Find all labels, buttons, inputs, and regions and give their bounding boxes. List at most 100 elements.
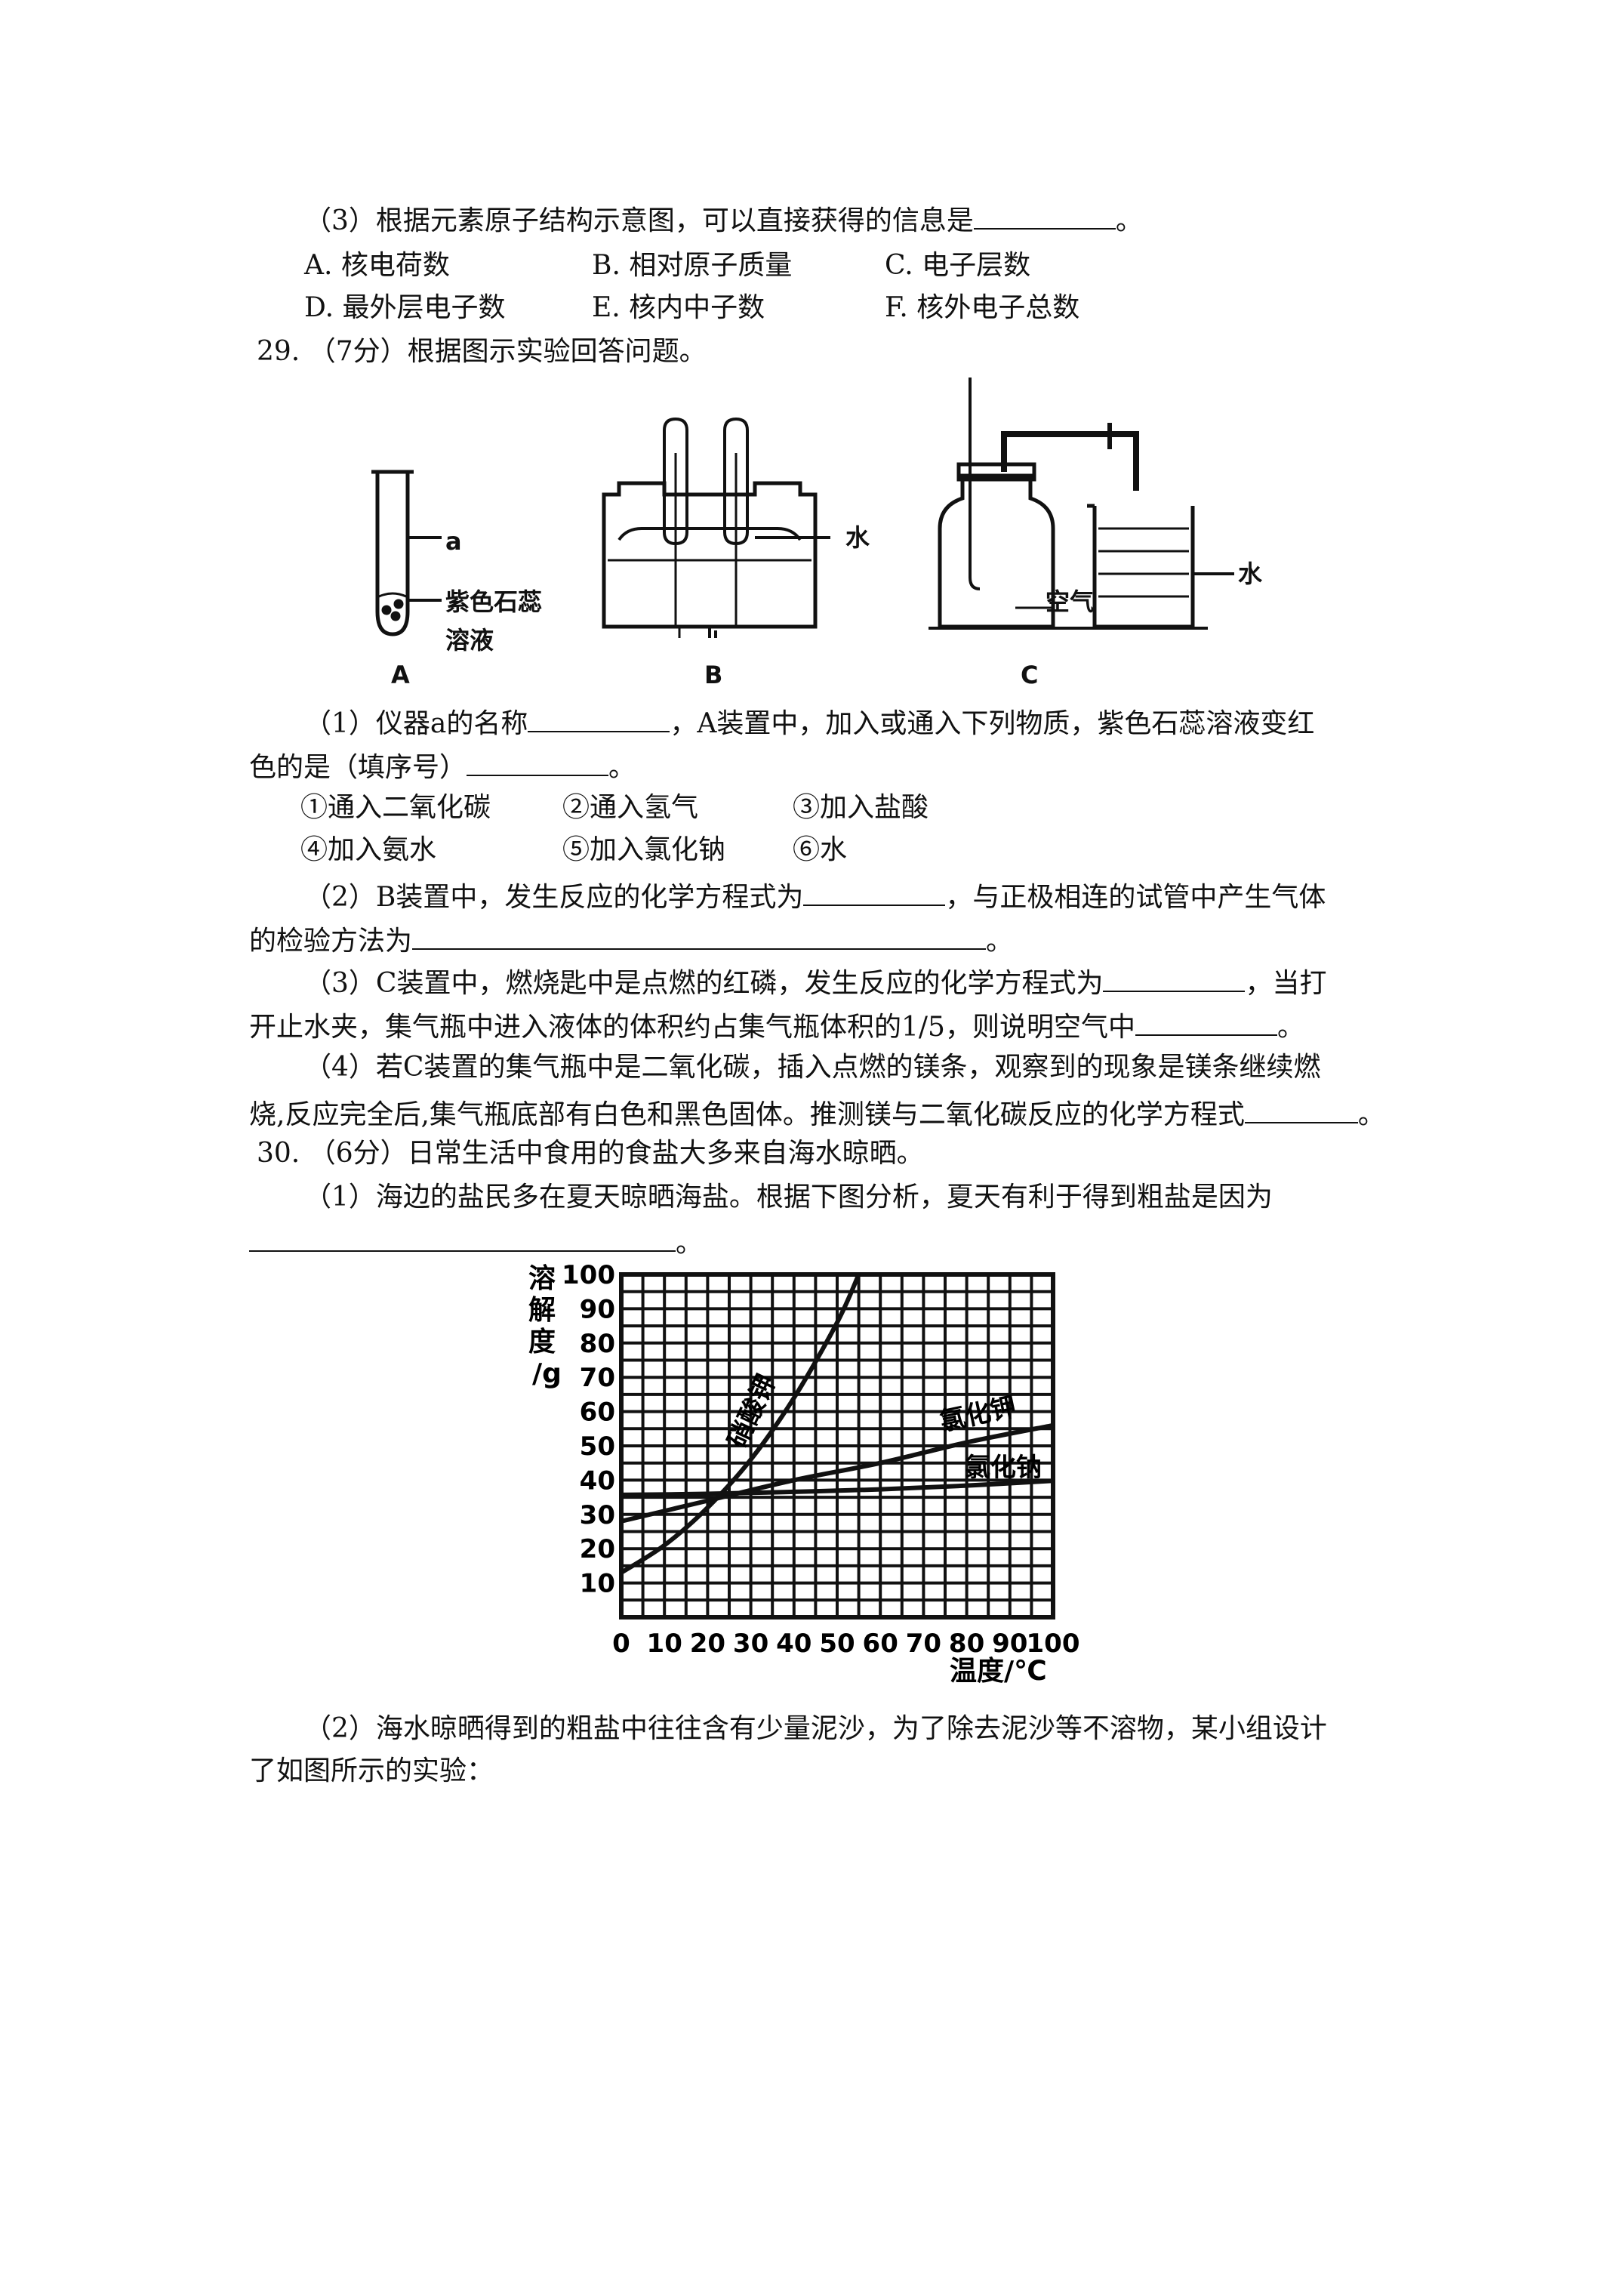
q29-choice-3: ③加入盐酸 (793, 792, 929, 823)
q28-3-option-b: B. 相对原子质量 (592, 250, 793, 281)
electrolysis-apparatus-b (602, 417, 830, 638)
series-line-2 (621, 1478, 1054, 1497)
x-tick-label: 100 (1027, 1629, 1080, 1659)
y-tick-label: 100 (562, 1260, 615, 1290)
q28-3-option-d: D. 最外层电子数 (304, 292, 506, 323)
q29-3-blank-conclusion[interactable] (1135, 1007, 1277, 1036)
q29-2-text-d: 。 (986, 926, 1014, 957)
q29-choice-4: ④加入氨水 (300, 834, 437, 865)
apparatus-a-label-litmus-1: 紫色石蕊 (445, 587, 543, 616)
series-line-0 (620, 1273, 861, 1575)
y-tick-label: 10 (580, 1569, 615, 1599)
q28-3-stem-text: （3）根据元素原子结构示意图，可以直接获得的信息是 (304, 205, 974, 236)
q28-3-option-a: A. 核电荷数 (304, 250, 450, 281)
q29-4-line2: 烧,反应完全后,集气瓶底部有白色和黑色固体。推测镁与二氧化碳反应的化学方程式 。 (249, 1095, 1385, 1132)
q29-4-blank-equation[interactable] (1244, 1095, 1358, 1123)
q30-1-line2: 。 (249, 1223, 703, 1260)
apparatus-c-caption: C (1021, 661, 1039, 689)
x-tick-label: 20 (690, 1629, 725, 1659)
q29-choice-6: ⑥水 (793, 834, 848, 865)
q29-3-text-a: （3）C装置中，燃烧匙中是点燃的红磷，发生反应的化学方程式为 (304, 968, 1104, 999)
q30-1-blank-reason[interactable] (249, 1223, 676, 1252)
q28-3-stem-end: 。 (1115, 205, 1143, 236)
q29-choice-2: ②通入氢气 (562, 792, 699, 823)
q29-1-line1: （1）仪器a的名称 ，A装置中，加入或通入下列物质，紫色石蕊溶液变红 (304, 704, 1314, 741)
q28-3-option-c: C. 电子层数 (885, 250, 1031, 281)
series-label-nacl: 氯化钠 (965, 1453, 1042, 1483)
q29-4-text-b: 烧,反应完全后,集气瓶底部有白色和黑色固体。推测镁与二氧化碳反应的化学方程式 (249, 1099, 1245, 1130)
apparatus-b-label-water: 水 (845, 523, 870, 552)
apparatus-a-caption: A (391, 661, 410, 689)
y-axis-label-2: 解 (528, 1295, 556, 1326)
q29-3-line2: 开止水夹，集气瓶中进入液体的体积约占集气瓶体积的1/5，则说明空气中 。 (249, 1007, 1304, 1044)
y-tick-label: 60 (580, 1398, 615, 1428)
q29-1-blank-choice[interactable] (467, 747, 609, 776)
q29-3-text-c: 开止水夹，集气瓶中进入液体的体积约占集气瓶体积的1/5，则说明空气中 (249, 1012, 1135, 1043)
x-tick-label: 80 (949, 1629, 984, 1659)
q29-1-text-c: 色的是（填序号） (249, 752, 467, 783)
q29-1-text-b: ，A装置中，加入或通入下列物质，紫色石蕊溶液变红 (670, 708, 1315, 739)
q29-2-text-b: ，与正极相连的试管中产生气体 (945, 882, 1326, 913)
plot-frame (619, 1272, 1055, 1620)
y-axis-label-4: /g (532, 1358, 562, 1389)
series-label-kcl: 氯化钾 (938, 1391, 1019, 1437)
x-tick-label: 30 (733, 1629, 768, 1659)
x-tick-label: 0 (612, 1629, 630, 1659)
q29-1-text-a: （1）仪器a的名称 (304, 708, 528, 739)
q29-3-blank-equation[interactable] (1103, 963, 1246, 992)
q28-3-option-f: F. 核外电子总数 (885, 292, 1080, 323)
chart-series-group (620, 1273, 1054, 1575)
q30-1-text-b: 。 (676, 1228, 704, 1259)
test-tube-a (371, 470, 442, 636)
q29-choice-5: ⑤加入氯化钠 (562, 834, 726, 865)
apparatus-a-label-a: a (445, 527, 462, 556)
q29-1-text-d: 。 (608, 752, 636, 783)
x-tick-label: 70 (906, 1629, 941, 1659)
q29-2-text-c: 的检验方法为 (249, 926, 413, 957)
y-tick-label: 30 (580, 1500, 615, 1530)
q29-4-text-c: 。 (1357, 1099, 1385, 1130)
q30-1-line1: （1）海边的盐民多在夏天晾晒海盐。根据下图分析，夏天有利于得到粗盐是因为 (304, 1182, 1273, 1213)
q28-3-answer-blank[interactable] (973, 201, 1116, 230)
apparatus-b-caption: B (704, 661, 723, 689)
q30-title: 30. （6分）日常生活中食用的食盐大多来自海水晾晒。 (257, 1138, 924, 1169)
y-axis-label-3: 度 (528, 1327, 556, 1358)
apparatus-c-label-water: 水 (1238, 559, 1263, 588)
x-tick-label: 10 (647, 1629, 682, 1659)
apparatus-c-label-air: 空气 (1046, 587, 1095, 616)
apparatus-a-label-litmus-2: 溶液 (445, 626, 494, 655)
y-tick-label: 90 (580, 1294, 615, 1324)
y-tick-label: 80 (580, 1329, 615, 1359)
q29-1-line2: 色的是（填序号） 。 (249, 747, 636, 784)
q29-choice-1: ①通入二氧化碳 (300, 792, 491, 823)
q28-3-option-e: E. 核内中子数 (592, 292, 765, 323)
q30-2-line1: （2）海水晾晒得到的粗盐中往往含有少量泥沙，为了除去泥沙等不溶物，某小组设计 (304, 1713, 1327, 1744)
q29-3-line1: （3）C装置中，燃烧匙中是点燃的红磷，发生反应的化学方程式为 ，当打 (304, 963, 1326, 1000)
x-tick-label: 40 (776, 1629, 812, 1659)
x-tick-label: 60 (863, 1629, 898, 1659)
q29-2-line2: 的检验方法为 。 (249, 921, 1013, 958)
q29-4-line1: （4）若C装置的集气瓶中是二氧化碳，插入点燃的镁条，观察到的现象是镁条继续燃 (304, 1052, 1321, 1083)
y-tick-label: 50 (580, 1432, 615, 1462)
q30-2-line2: 了如图所示的实验： (249, 1755, 494, 1786)
y-tick-label: 40 (580, 1465, 615, 1496)
q29-2-blank-method[interactable] (412, 921, 987, 950)
q29-3-text-d: 。 (1277, 1012, 1304, 1043)
q29-2-text-a: （2）B装置中，发生反应的化学方程式为 (304, 882, 804, 913)
q28-3-stem: （3）根据元素原子结构示意图，可以直接获得的信息是 。 (304, 201, 1143, 238)
q29-1-blank-name[interactable] (528, 704, 670, 732)
series-line-1 (621, 1422, 1054, 1524)
y-tick-label: 70 (580, 1363, 615, 1393)
y-axis-label-1: 溶 (528, 1263, 556, 1294)
y-tick-label: 20 (580, 1534, 615, 1564)
q29-2-line1: （2）B装置中，发生反应的化学方程式为 ，与正极相连的试管中产生气体 (304, 877, 1326, 914)
chart-grid (619, 1272, 1055, 1620)
q29-title: 29. （7分）根据图示实验回答问题。 (257, 336, 707, 367)
q29-3-text-b: ，当打 (1245, 968, 1327, 999)
series-label-kno3: 硝酸钾 (722, 1370, 782, 1452)
x-axis-label: 温度/℃ (950, 1656, 1047, 1687)
x-tick-label: 50 (819, 1629, 855, 1659)
q29-2-blank-equation[interactable] (803, 877, 946, 906)
x-tick-label: 90 (992, 1629, 1027, 1659)
